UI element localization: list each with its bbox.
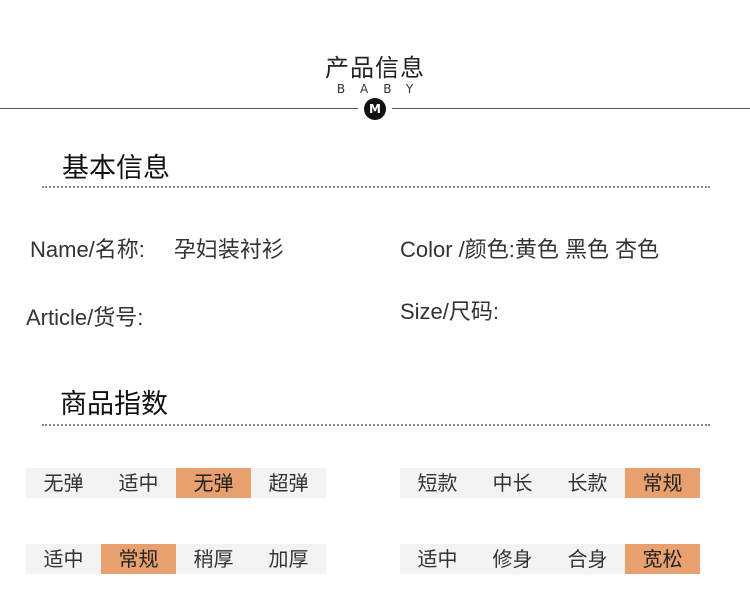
option-chip-selected: 无弹 <box>176 468 251 498</box>
color-value: 黄色 黑色 杏色 <box>514 237 660 262</box>
name-value: 孕妇装衬衫 <box>173 237 284 262</box>
option-chip: 加厚 <box>251 544 326 574</box>
size-badge-icon: M <box>364 98 386 120</box>
dotted-divider-index <box>42 424 710 426</box>
option-chip-selected: 宽松 <box>625 544 700 574</box>
option-chip: 短款 <box>400 468 475 498</box>
option-chip: 适中 <box>400 544 475 574</box>
option-group-4: 适中修身合身宽松 <box>400 544 700 574</box>
color-field: Color /颜色:黄色 黑色 杏色 <box>400 232 659 264</box>
page-subtitle: BABY <box>336 82 429 96</box>
option-group-2: 短款中长长款常规 <box>400 468 700 498</box>
divider-left <box>0 108 358 109</box>
name-label: Name/名称: <box>30 237 145 262</box>
option-chip: 长款 <box>550 468 625 498</box>
option-chip: 中长 <box>475 468 550 498</box>
divider-right <box>392 108 750 109</box>
section-heading-index: 商品指数 <box>60 389 168 420</box>
option-group-3: 适中常规稍厚加厚 <box>26 544 326 574</box>
section-heading-basic: 基本信息 <box>62 153 170 184</box>
name-field: Name/名称: 孕妇装衬衫 <box>30 232 284 264</box>
option-group-1: 无弹适中无弹超弹 <box>26 468 326 498</box>
option-chip-selected: 常规 <box>625 468 700 498</box>
color-label: Color /颜色: <box>400 237 515 262</box>
size-field: Size/尺码: <box>400 294 499 326</box>
dotted-divider-basic <box>42 186 710 188</box>
option-chip: 适中 <box>101 468 176 498</box>
option-chip: 修身 <box>475 544 550 574</box>
size-label: Size/尺码: <box>400 299 500 324</box>
option-chip: 适中 <box>26 544 101 574</box>
option-chip: 稍厚 <box>176 544 251 574</box>
option-chip: 超弹 <box>251 468 326 498</box>
article-label: Article/货号: <box>26 305 144 330</box>
page-title: 产品信息 <box>325 54 425 82</box>
option-chip: 无弹 <box>26 468 101 498</box>
article-field: Article/货号: <box>26 300 143 332</box>
option-chip: 合身 <box>550 544 625 574</box>
option-chip-selected: 常规 <box>101 544 176 574</box>
